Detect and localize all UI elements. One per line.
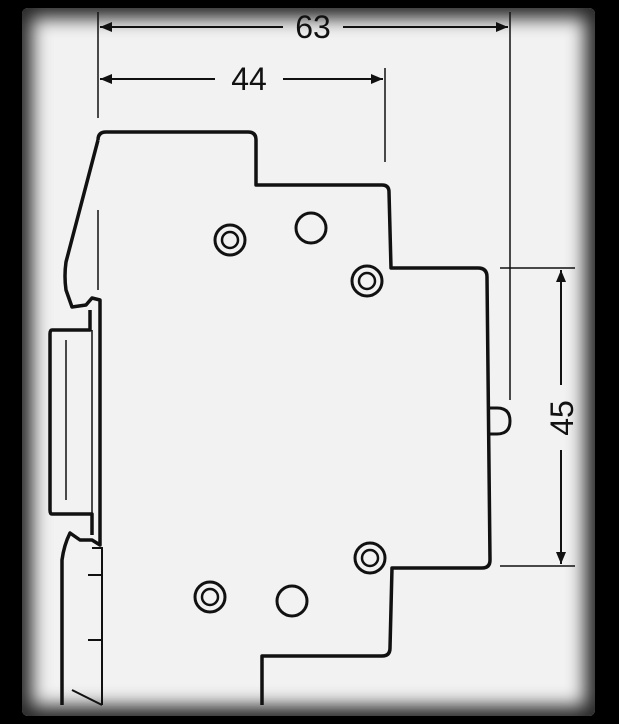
terminal-hole-bottom xyxy=(275,584,309,618)
din-rail-clip xyxy=(48,310,94,535)
dim-label-45: 45 xyxy=(544,400,580,436)
screw-top-right xyxy=(350,264,384,298)
dimension-lines xyxy=(100,22,566,564)
latch-detail xyxy=(71,547,103,706)
screw-top-left xyxy=(213,223,247,257)
extension-lines xyxy=(97,12,575,567)
terminal-hole-top xyxy=(294,211,328,245)
dim-label-44: 44 xyxy=(231,61,267,97)
screw-bottom-right xyxy=(353,541,387,575)
indicator-lamp-icon xyxy=(490,406,512,436)
screw-bottom-left xyxy=(193,580,227,614)
dim-label-63: 63 xyxy=(295,9,331,45)
drawing-panel xyxy=(22,8,595,716)
device-body-outline xyxy=(60,130,492,705)
terminal-screws xyxy=(193,223,387,614)
din-rail-inner xyxy=(65,330,93,514)
